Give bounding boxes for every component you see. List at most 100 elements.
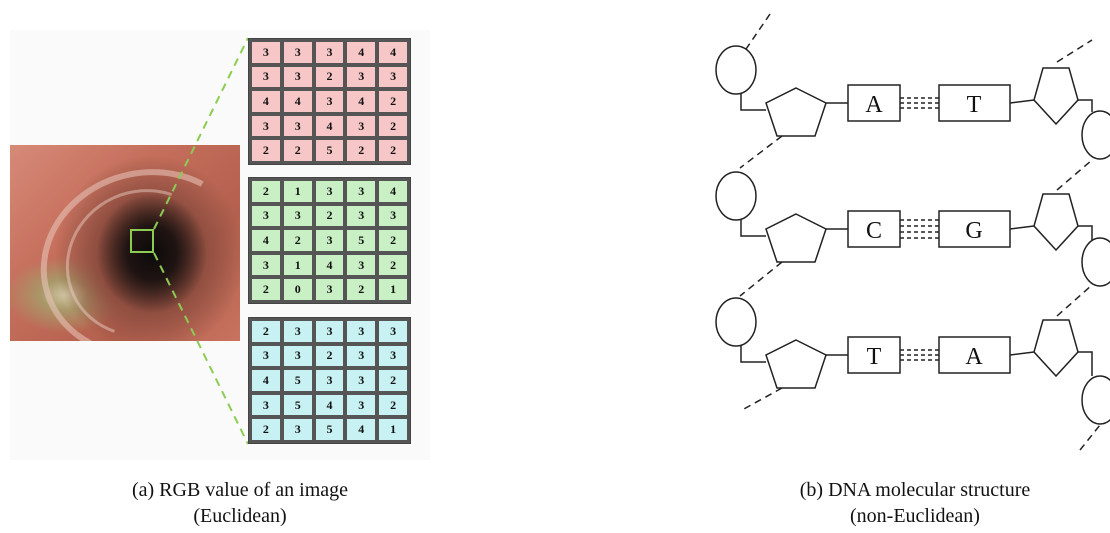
sugar-pentagon bbox=[1033, 67, 1079, 126]
caption-b-line2: (non-Euclidean) bbox=[850, 505, 980, 527]
red-value-cell: 5 bbox=[314, 139, 345, 162]
blue-value-cell: 4 bbox=[346, 418, 377, 441]
blue-value-cell: 3 bbox=[314, 320, 345, 343]
green-value-cell: 3 bbox=[282, 204, 313, 228]
green-value-cell: 3 bbox=[314, 229, 345, 252]
phosphate-circle bbox=[1081, 237, 1110, 287]
backbone-dash bbox=[739, 135, 783, 169]
blue-value-cell: 3 bbox=[251, 393, 281, 417]
backbone-dash bbox=[1056, 39, 1093, 63]
green-value-cell: 2 bbox=[251, 180, 281, 203]
glycosidic-bond bbox=[1009, 99, 1035, 104]
backbone-dash bbox=[1056, 159, 1093, 191]
red-value-cell: 2 bbox=[346, 139, 377, 162]
green-value-cell: 3 bbox=[346, 204, 377, 228]
green-value-cell: 4 bbox=[378, 180, 408, 203]
glycosidic-bond bbox=[1009, 351, 1035, 356]
glycosidic-bond bbox=[1009, 225, 1035, 230]
red-value-cell: 3 bbox=[251, 65, 281, 89]
blue-value-cell: 2 bbox=[314, 344, 345, 368]
green-value-cell: 1 bbox=[378, 278, 408, 301]
phosphate-circle bbox=[715, 297, 757, 347]
red-value-cell: 4 bbox=[346, 90, 377, 113]
base-label-right: A bbox=[965, 344, 983, 370]
red-value-cell: 3 bbox=[282, 41, 313, 64]
red-value-cell: 4 bbox=[346, 41, 377, 64]
blue-value-cell: 3 bbox=[378, 320, 408, 343]
red-value-cell: 2 bbox=[314, 65, 345, 89]
green-value-cell: 3 bbox=[346, 253, 377, 277]
red-value-cell: 3 bbox=[346, 114, 377, 138]
red-value-cell: 4 bbox=[378, 41, 408, 64]
backbone-dash bbox=[739, 261, 783, 297]
red-value-cell: 3 bbox=[346, 65, 377, 89]
backbone-dash bbox=[1056, 284, 1093, 317]
green-value-cell: 2 bbox=[346, 278, 377, 301]
sugar-pentagon bbox=[765, 87, 827, 137]
red-value-cell: 2 bbox=[282, 139, 313, 162]
green-value-cell: 4 bbox=[251, 229, 281, 252]
red-value-cell: 3 bbox=[282, 114, 313, 138]
base-label-left: T bbox=[867, 344, 882, 370]
blue-value-cell: 2 bbox=[251, 320, 281, 343]
blue-value-cell: 2 bbox=[378, 393, 408, 417]
phosphate-circle bbox=[1081, 110, 1110, 160]
red-value-cell: 4 bbox=[282, 90, 313, 113]
red-value-cell: 2 bbox=[251, 139, 281, 162]
blue-value-cell: 3 bbox=[282, 418, 313, 441]
endoscopy-image bbox=[10, 145, 240, 341]
green-value-cell: 2 bbox=[378, 229, 408, 252]
base-label-left: C bbox=[866, 218, 882, 244]
red-value-cell: 2 bbox=[378, 114, 408, 138]
phosphate-circle bbox=[715, 171, 757, 221]
green-value-cell: 4 bbox=[314, 253, 345, 277]
green-value-cell: 1 bbox=[282, 253, 313, 277]
blue-value-cell: 3 bbox=[251, 344, 281, 368]
caption-b: (b) DNA molecular structure (non-Euclide… bbox=[745, 477, 1085, 529]
blue-value-cell: 1 bbox=[378, 418, 408, 441]
red-value-cell: 3 bbox=[314, 90, 345, 113]
blue-value-cell: 5 bbox=[282, 393, 313, 417]
base-label-right: T bbox=[967, 92, 982, 118]
hydrogen-bonds bbox=[900, 97, 939, 361]
blue-value-cell: 4 bbox=[251, 369, 281, 392]
phosphate-circle bbox=[1081, 375, 1110, 425]
base-box-right bbox=[938, 210, 1011, 248]
backbone-dash bbox=[741, 387, 783, 411]
blue-value-cell: 3 bbox=[282, 344, 313, 368]
blue-value-cell: 3 bbox=[314, 369, 345, 392]
sugar-pentagon bbox=[1033, 319, 1079, 378]
green-value-cell: 3 bbox=[346, 180, 377, 203]
green-value-cell: 2 bbox=[282, 229, 313, 252]
green-value-cell: 1 bbox=[282, 180, 313, 203]
red-value-cell: 3 bbox=[251, 114, 281, 138]
green-value-cell: 5 bbox=[346, 229, 377, 252]
backbone-bond bbox=[1078, 351, 1093, 376]
backbone-bond bbox=[740, 93, 766, 111]
backbone-dash bbox=[743, 13, 771, 53]
blue-value-cell: 5 bbox=[282, 369, 313, 392]
phosphate-circle bbox=[715, 45, 757, 95]
base-label-left: A bbox=[865, 92, 883, 118]
green-value-cell: 2 bbox=[378, 253, 408, 277]
green-value-cell: 2 bbox=[314, 204, 345, 228]
red-value-cell: 3 bbox=[251, 41, 281, 64]
red-value-cell: 4 bbox=[314, 114, 345, 138]
caption-a-line1: (a) RGB value of an image bbox=[131, 479, 349, 501]
blue-value-cell: 3 bbox=[378, 344, 408, 368]
blue-value-cell: 3 bbox=[346, 369, 377, 392]
red-value-cell: 3 bbox=[282, 65, 313, 89]
blue-value-cell: 3 bbox=[346, 393, 377, 417]
blue-value-cell: 5 bbox=[314, 418, 345, 441]
sugar-pentagon bbox=[765, 213, 827, 263]
red-value-cell: 2 bbox=[378, 90, 408, 113]
green-value-cell: 3 bbox=[314, 180, 345, 203]
green-value-cell: 0 bbox=[282, 278, 313, 301]
caption-a-line2: (Euclidean) bbox=[193, 505, 287, 527]
backbone-bond bbox=[1078, 99, 1093, 112]
blue-value-cell: 2 bbox=[251, 418, 281, 441]
green-value-cell: 3 bbox=[251, 253, 281, 277]
